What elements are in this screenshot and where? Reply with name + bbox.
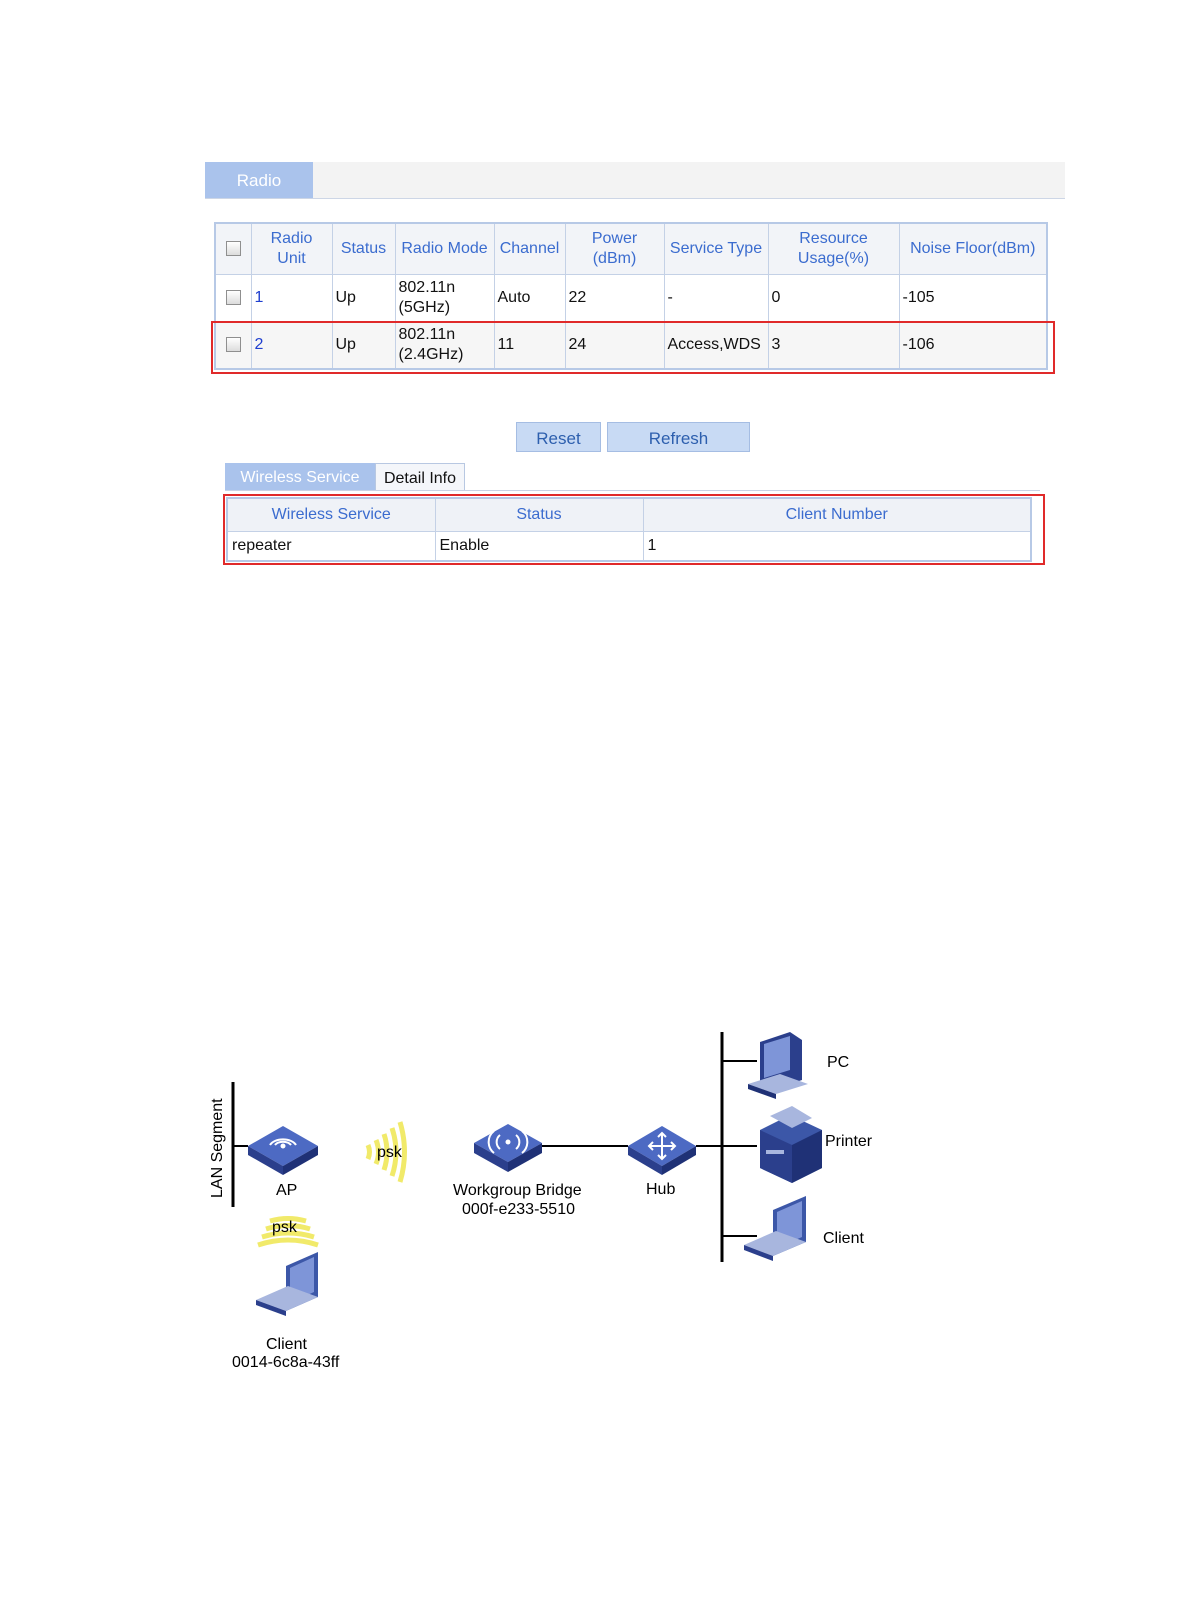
row-checkbox-cell (214, 321, 252, 370)
col-noise-floor[interactable]: Noise Floor(dBm) (898, 222, 1048, 275)
wireless-service-table: Wireless Service Status Client Number re… (226, 497, 1032, 562)
wireless-signal-icon (257, 1216, 319, 1248)
hub-icon[interactable] (628, 1126, 696, 1175)
power-cell: 24 (564, 321, 665, 370)
table-row: repeater Enable 1 (226, 531, 1032, 562)
service-type-cell: - (663, 274, 769, 322)
service-type-cell: Access,WDS (663, 321, 769, 370)
tab-radio[interactable]: Radio (205, 162, 313, 198)
col-status[interactable]: Status (331, 222, 396, 275)
channel-cell: Auto (493, 274, 566, 322)
table-row: 2 Up 802.11n(2.4GHz) 11 24 Access,WDS 3 … (214, 321, 1048, 370)
tab-detail-info[interactable]: Detail Info (375, 463, 465, 490)
radio-unit-cell: 1 (250, 274, 333, 322)
psk-label-top: psk (377, 1144, 403, 1161)
radio-unit-link[interactable]: 2 (254, 336, 264, 353)
row-checkbox-cell (214, 274, 252, 322)
client-left-mac: 0014-6c8a-43ff (232, 1354, 340, 1371)
radio-tabbar: Radio (205, 162, 1065, 199)
ap-label: AP (276, 1182, 297, 1199)
service-tabbar: Wireless Service Detail Info (225, 463, 1040, 491)
highlight-box-radio-2 (211, 321, 1055, 374)
noise-floor-cell: -106 (898, 321, 1048, 370)
refresh-button[interactable]: Refresh (607, 422, 750, 452)
bridge-mac-label: 000f-e233-5510 (462, 1201, 575, 1218)
resource-usage-cell: 0 (767, 274, 900, 322)
resource-usage-cell: 3 (767, 321, 900, 370)
reset-button[interactable]: Reset (516, 422, 601, 452)
col-status[interactable]: Status (434, 497, 644, 532)
client-left-name: Client (266, 1336, 307, 1353)
laptop-icon[interactable] (256, 1252, 318, 1316)
power-cell: 22 (564, 274, 665, 322)
psk-label-bottom: psk (272, 1219, 298, 1236)
channel-cell: 11 (493, 321, 566, 370)
col-client-number[interactable]: Client Number (642, 497, 1032, 532)
client-number-cell: 1 (642, 531, 1032, 562)
workgroup-bridge-icon[interactable] (474, 1124, 542, 1172)
col-power[interactable]: Power(dBm) (564, 222, 665, 275)
ap-icon[interactable] (248, 1126, 318, 1175)
lan-segment-label: LAN Segment (209, 1098, 226, 1198)
bridge-name-label: Workgroup Bridge (453, 1182, 582, 1199)
printer-label: Printer (825, 1133, 873, 1150)
col-wireless-service[interactable]: Wireless Service (226, 497, 436, 532)
select-all-checkbox[interactable] (225, 241, 241, 257)
tab-wireless-service[interactable]: Wireless Service (225, 463, 375, 490)
select-all-cell (214, 222, 252, 275)
client-right-label: Client (823, 1230, 864, 1247)
service-status-cell: Enable (434, 531, 644, 562)
col-radio-mode[interactable]: Radio Mode (394, 222, 495, 275)
col-service-type[interactable]: Service Type (663, 222, 769, 275)
pc-icon[interactable] (748, 1032, 808, 1099)
service-name-cell: repeater (226, 531, 436, 562)
table-row: 1 Up 802.11n(5GHz) Auto 22 - 0 -105 (214, 274, 1048, 322)
laptop-icon[interactable] (744, 1196, 806, 1261)
printer-icon[interactable] (760, 1106, 822, 1183)
col-channel[interactable]: Channel (493, 222, 566, 275)
pc-label: PC (827, 1054, 849, 1071)
table-header-row: Wireless Service Status Client Number (226, 497, 1032, 532)
hub-label: Hub (646, 1181, 675, 1198)
row-checkbox[interactable] (225, 337, 241, 353)
row-checkbox[interactable] (225, 290, 241, 306)
noise-floor-cell: -105 (898, 274, 1048, 322)
status-cell: Up (331, 274, 396, 322)
highlight-box-service (223, 494, 1045, 565)
radio-unit-link[interactable]: 1 (254, 289, 264, 306)
radio-mode-cell: 802.11n(5GHz) (394, 274, 495, 322)
radio-mode-cell: 802.11n(2.4GHz) (394, 321, 495, 370)
wireless-signal-icon (365, 1121, 407, 1183)
